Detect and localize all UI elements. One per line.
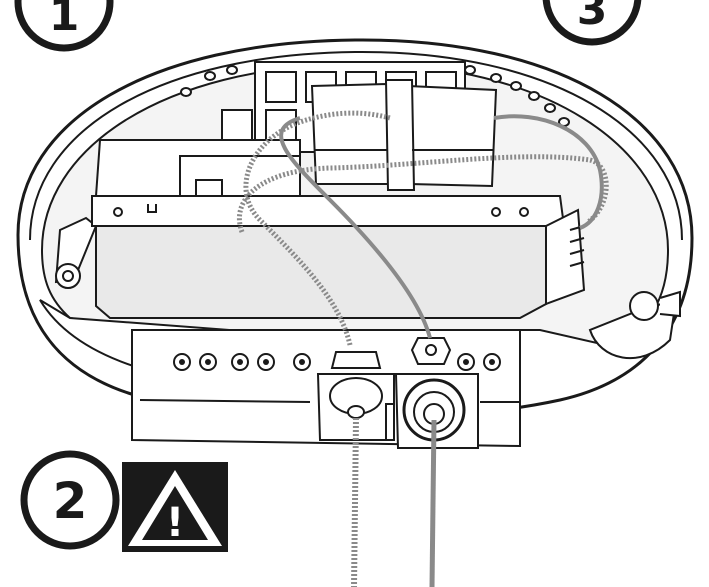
power-cable-2	[493, 114, 604, 230]
step-number-3: 3	[577, 0, 608, 35]
vent-hole	[226, 65, 238, 75]
vent-holes	[180, 65, 570, 127]
screw-center	[463, 359, 469, 365]
gland-right-hex-center	[425, 344, 437, 356]
panel-screw-centers	[179, 359, 495, 365]
sensor-cable-drop	[351, 417, 359, 587]
vent-hole	[180, 87, 192, 97]
left-bracket-bolt	[62, 270, 74, 282]
rail-hole	[491, 207, 501, 217]
vent-hole	[204, 71, 216, 81]
sensor-cable-braided	[243, 110, 391, 346]
panel-screws	[173, 353, 501, 371]
gland-left-pin	[385, 403, 395, 441]
box-side-ribs	[569, 225, 585, 267]
power-cable-drop	[429, 419, 437, 587]
box-slot	[195, 179, 223, 197]
cable-clamp	[310, 79, 498, 191]
vent-hole	[490, 73, 502, 83]
grid-cell	[221, 109, 253, 141]
clamp-right-block	[406, 84, 498, 188]
right-cap-knob	[629, 291, 659, 321]
warning-icon-triangle-inner	[142, 486, 208, 540]
sensor-cable-braided-2	[236, 154, 609, 233]
step-circle-2	[20, 450, 120, 550]
rail-hole	[113, 207, 123, 217]
screw-center	[205, 359, 211, 365]
screw-center	[237, 359, 243, 365]
vent-hole	[510, 81, 522, 91]
right-cap	[629, 290, 681, 321]
step-circle-1	[14, 0, 114, 52]
screw-center	[299, 359, 305, 365]
box-front-face	[95, 225, 547, 319]
vent-hole	[544, 103, 556, 113]
step-badge-1: 1	[14, 0, 114, 52]
box-side-face	[545, 208, 586, 306]
rail-notch	[147, 204, 157, 213]
screw-center	[179, 359, 185, 365]
clamp-strap	[384, 79, 416, 191]
vent-hole	[464, 65, 476, 75]
vent-hole	[528, 91, 540, 101]
cables	[236, 110, 609, 587]
electronics-box	[91, 139, 586, 319]
dome-inner-rim	[29, 50, 683, 241]
cable-gland-left	[316, 351, 395, 441]
step-badge-2: 2	[20, 450, 120, 550]
step-circle-3	[542, 0, 642, 46]
cable-gland-right	[394, 337, 479, 449]
gland-left-bore	[347, 405, 365, 419]
step-number-2: 2	[53, 472, 88, 530]
power-cable	[279, 116, 432, 339]
grid-cell	[265, 71, 297, 103]
step-badge-3: 3	[542, 0, 642, 46]
screw-center	[489, 359, 495, 365]
gland-left-top-nut	[330, 351, 382, 369]
rail-hole	[519, 207, 529, 217]
panel-lower-edge	[139, 399, 520, 403]
step-number-1: 1	[49, 0, 80, 41]
warning-triangle-icon: !	[122, 462, 228, 552]
right-cap-tab	[659, 290, 681, 318]
warning-mark: !	[166, 500, 184, 546]
screw-center	[263, 359, 269, 365]
left-bracket	[54, 216, 98, 289]
